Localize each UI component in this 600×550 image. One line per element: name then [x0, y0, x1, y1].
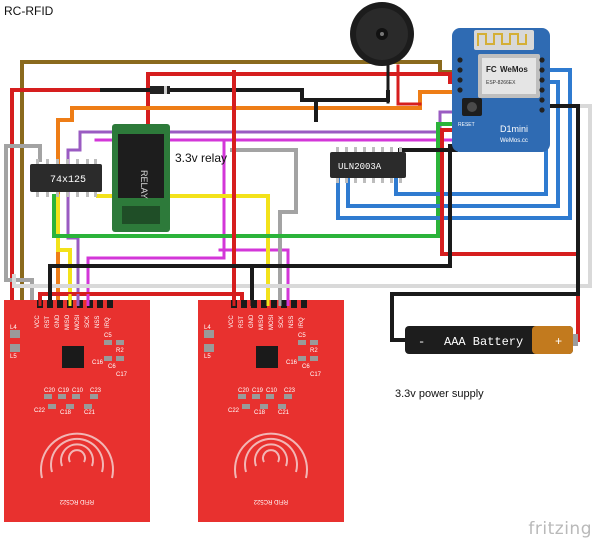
- wemos-brand: WeMos: [500, 65, 528, 74]
- rfid2-comp-c21: C21: [278, 410, 290, 416]
- rfid-pin-stubs: [38, 294, 290, 306]
- battery-minus: -: [418, 335, 425, 349]
- rfid1-comp-c10: C10: [72, 388, 84, 394]
- rfid2-antenna: [234, 432, 308, 479]
- wire-blue-2: [346, 80, 560, 208]
- ic-74x125-label: 74x125: [50, 175, 86, 186]
- rfid1-pin-nss: NSS: [95, 316, 101, 328]
- rfid1-pin-rst: RST: [45, 316, 51, 328]
- wemos-site: WeMos.cc: [500, 138, 528, 144]
- rfid1-name: RFID RC522: [59, 498, 94, 504]
- wemos-reset: RESET: [458, 122, 475, 128]
- rfid-board-1: VCC RST GND MISO MOSI SCK NSS IRQ L4 L5 …: [4, 300, 150, 522]
- wire-grey: [4, 144, 42, 302]
- wire-magenta: [86, 138, 226, 302]
- rfid2-comp-c16: C16: [286, 360, 298, 366]
- rfid1-comp-c20: C20: [44, 388, 56, 394]
- wire-yellow: [56, 194, 72, 302]
- rfid1-comp-c19: C19: [58, 388, 70, 394]
- rfid2-comp-c6: C6: [302, 364, 310, 370]
- rfid1-comp-l4: L4: [10, 325, 17, 331]
- fritzing-watermark: fritzing: [528, 519, 592, 539]
- diagram-title: RC-RFID: [4, 4, 54, 18]
- rfid2-comp-c23: C23: [284, 388, 296, 394]
- aaa-battery: - AAA Battery +: [405, 326, 578, 354]
- rfid2-comp-c10: C10: [266, 388, 278, 394]
- rfid1-antenna: [40, 432, 114, 479]
- rfid1-comp-c21: C21: [84, 410, 96, 416]
- wire-green: [52, 122, 470, 238]
- rfid1-pin-gnd: GND: [55, 314, 61, 328]
- wire-blue: [336, 68, 572, 220]
- relay-module: RELAY: [112, 124, 170, 232]
- rfid1-pin-vcc: VCC: [35, 315, 41, 328]
- rfid1-pin-miso: MISO: [65, 314, 71, 330]
- rfid2-pin-gnd: GND: [249, 314, 255, 328]
- rfid1-comp-c6: C6: [108, 364, 116, 370]
- ic-uln-label: ULN2003A: [338, 162, 382, 172]
- rfid1-comp-r2: R2: [116, 348, 124, 354]
- rfid2-comp-c17: C17: [310, 372, 322, 378]
- rfid2-comp-c20: C20: [238, 388, 250, 394]
- svg-text:ESP-8266EX: ESP-8266EX: [486, 80, 516, 86]
- rfid1-pin-irq: IRQ: [105, 317, 111, 328]
- rfid1-comp-c18: C18: [60, 410, 72, 416]
- rfid2-pin-vcc: VCC: [229, 315, 235, 328]
- rfid1-comp-c17: C17: [116, 372, 128, 378]
- battery-plus: +: [555, 335, 562, 349]
- rfid2-comp-c18: C18: [254, 410, 266, 416]
- rfid2-pin-rst: RST: [239, 316, 245, 328]
- wire-black-top: [100, 88, 390, 102]
- wire-orange: [56, 90, 470, 302]
- rfid2-pin-nss: NSS: [289, 316, 295, 328]
- rfid2-comp-l4: L4: [204, 325, 211, 331]
- rfid1-comp-l5: L5: [10, 354, 17, 360]
- rfid2-name: RFID RC522: [253, 498, 288, 504]
- rfid1-pin-mosi: MOSI: [75, 314, 81, 330]
- wemos-model: D1mini: [500, 124, 528, 134]
- rfid2-comp-r2: R2: [310, 348, 318, 354]
- svg-text:FC: FC: [486, 65, 497, 74]
- rfid2-comp-c22: C22: [228, 408, 240, 414]
- rfid1-comp-c5: C5: [104, 333, 112, 339]
- wire-magenta-2: [218, 248, 290, 302]
- wemos-d1-mini: FC WeMos ESP-8266EX RESET D1mini WeMos.c…: [452, 28, 550, 152]
- rfid1-comp-c23: C23: [90, 388, 102, 394]
- rfid-board-2: VCC RST GND MISO MOSI SCK NSS IRQ L4 L5 …: [198, 300, 344, 522]
- wire-black-battery: [390, 104, 580, 342]
- rfid2-comp-c19: C19: [252, 388, 264, 394]
- buzzer: [350, 2, 414, 66]
- ic-74x125: 74x125: [30, 159, 102, 197]
- rfid1-comp-c22: C22: [34, 408, 46, 414]
- rfid2-pin-mosi: MOSI: [269, 314, 275, 330]
- ic-uln2003a: ULN2003A: [330, 147, 406, 183]
- rfid2-pin-irq: IRQ: [299, 317, 305, 328]
- power-supply-label: 3.3v power supply: [395, 388, 484, 400]
- rfid2-comp-c5: C5: [298, 333, 306, 339]
- relay-label: 3.3v relay: [175, 151, 228, 165]
- wire-buzzer-lead-2: [396, 64, 422, 106]
- diode: [150, 86, 170, 94]
- wire-grey-2: [230, 148, 298, 302]
- rfid1-pin-sck: SCK: [85, 316, 91, 328]
- battery-label: AAA Battery: [444, 335, 523, 349]
- rfid2-pin-sck: SCK: [279, 316, 285, 328]
- svg-text:RELAY: RELAY: [139, 170, 149, 199]
- rfid1-comp-c16: C16: [92, 360, 104, 366]
- rfid2-comp-l5: L5: [204, 354, 211, 360]
- rfid2-pin-miso: MISO: [259, 314, 265, 330]
